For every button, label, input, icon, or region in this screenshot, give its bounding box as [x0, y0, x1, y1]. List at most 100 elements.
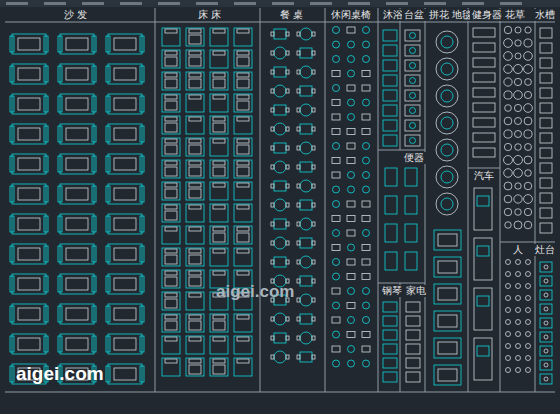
block-circle — [516, 332, 521, 337]
block-circle — [333, 302, 340, 309]
block-outline — [237, 51, 249, 55]
menu-item — [348, 2, 370, 5]
column-separator — [500, 242, 535, 243]
block-outline — [114, 338, 136, 350]
block-outline — [106, 306, 110, 322]
menu-item — [196, 2, 218, 5]
block-outline — [140, 246, 144, 262]
block-circle — [505, 222, 511, 228]
block-outline — [58, 186, 62, 202]
block-circle — [363, 27, 370, 34]
block-circle — [515, 183, 521, 189]
block-circle — [526, 296, 531, 301]
block-circle — [504, 195, 512, 203]
block-circle — [333, 41, 340, 48]
block-outline — [92, 186, 96, 202]
block-outline — [477, 296, 489, 306]
block-circle — [544, 377, 548, 381]
block-outline — [406, 372, 420, 382]
column-separator — [378, 283, 425, 284]
block-circle — [526, 332, 531, 337]
menu-item — [272, 2, 294, 5]
block-outline — [362, 129, 370, 135]
block-outline — [106, 126, 110, 142]
block-outline — [286, 184, 289, 188]
block-outline — [66, 188, 88, 200]
block-circle — [515, 209, 522, 216]
block-outline — [383, 372, 397, 382]
block-outline — [213, 123, 225, 132]
block-outline — [186, 204, 204, 222]
block-outline — [58, 216, 62, 232]
block-outline — [297, 260, 300, 264]
block-outline — [347, 201, 355, 207]
block-outline — [114, 308, 136, 320]
block-circle — [300, 256, 312, 268]
block-outline — [106, 66, 110, 82]
block-outline — [300, 86, 312, 96]
block-outline — [274, 105, 286, 115]
block-outline — [92, 126, 96, 142]
block-outline — [297, 336, 300, 340]
block-outline — [114, 218, 136, 230]
block-outline — [297, 222, 300, 226]
block-circle — [504, 91, 512, 99]
block-outline — [362, 346, 370, 352]
block-outline — [383, 105, 397, 116]
block-outline — [165, 249, 177, 253]
block-outline — [332, 71, 340, 77]
block-outline — [66, 128, 88, 140]
block-outline — [540, 28, 552, 38]
column-heading: 花草 — [503, 9, 527, 21]
block-outline — [286, 355, 289, 359]
block-outline — [438, 315, 457, 327]
block-outline — [286, 317, 289, 321]
block-circle — [436, 85, 458, 107]
block-outline — [108, 334, 142, 354]
block-circle — [504, 65, 513, 74]
block-circle — [504, 143, 511, 150]
block-circle — [441, 171, 453, 183]
block-circle — [515, 40, 521, 46]
block-outline — [405, 60, 420, 71]
block-outline — [165, 321, 177, 330]
block-outline — [60, 154, 94, 174]
block-circle — [274, 123, 286, 135]
block-circle — [506, 296, 511, 301]
block-outline — [162, 248, 180, 266]
block-outline — [165, 117, 177, 121]
block-outline — [10, 186, 14, 202]
block-outline — [473, 133, 495, 142]
block-outline — [271, 51, 274, 55]
block-outline — [162, 358, 180, 376]
block-outline — [540, 133, 552, 143]
block-outline — [540, 73, 552, 83]
block-circle — [505, 105, 512, 112]
block-circle — [506, 260, 511, 265]
block-outline — [540, 276, 552, 286]
block-outline — [140, 156, 144, 172]
block-outline — [162, 138, 180, 156]
block-outline — [18, 68, 40, 80]
block-outline — [297, 51, 300, 55]
block-outline — [312, 298, 315, 302]
block-circle — [524, 156, 532, 164]
block-outline — [474, 238, 492, 280]
block-outline — [210, 204, 228, 222]
block-outline — [213, 337, 225, 341]
block-circle — [504, 182, 512, 190]
block-outline — [18, 308, 40, 320]
block-outline — [234, 28, 252, 46]
block-outline — [540, 193, 552, 203]
block-outline — [114, 98, 136, 110]
block-outline — [12, 184, 46, 204]
block-outline — [271, 165, 274, 169]
block-circle — [363, 41, 370, 48]
column-separator — [378, 150, 425, 151]
block-outline — [92, 96, 96, 112]
block-circle — [526, 368, 531, 373]
block-circle — [274, 237, 286, 249]
block-circle — [514, 117, 521, 124]
block-outline — [312, 222, 315, 226]
block-circle — [524, 208, 531, 215]
